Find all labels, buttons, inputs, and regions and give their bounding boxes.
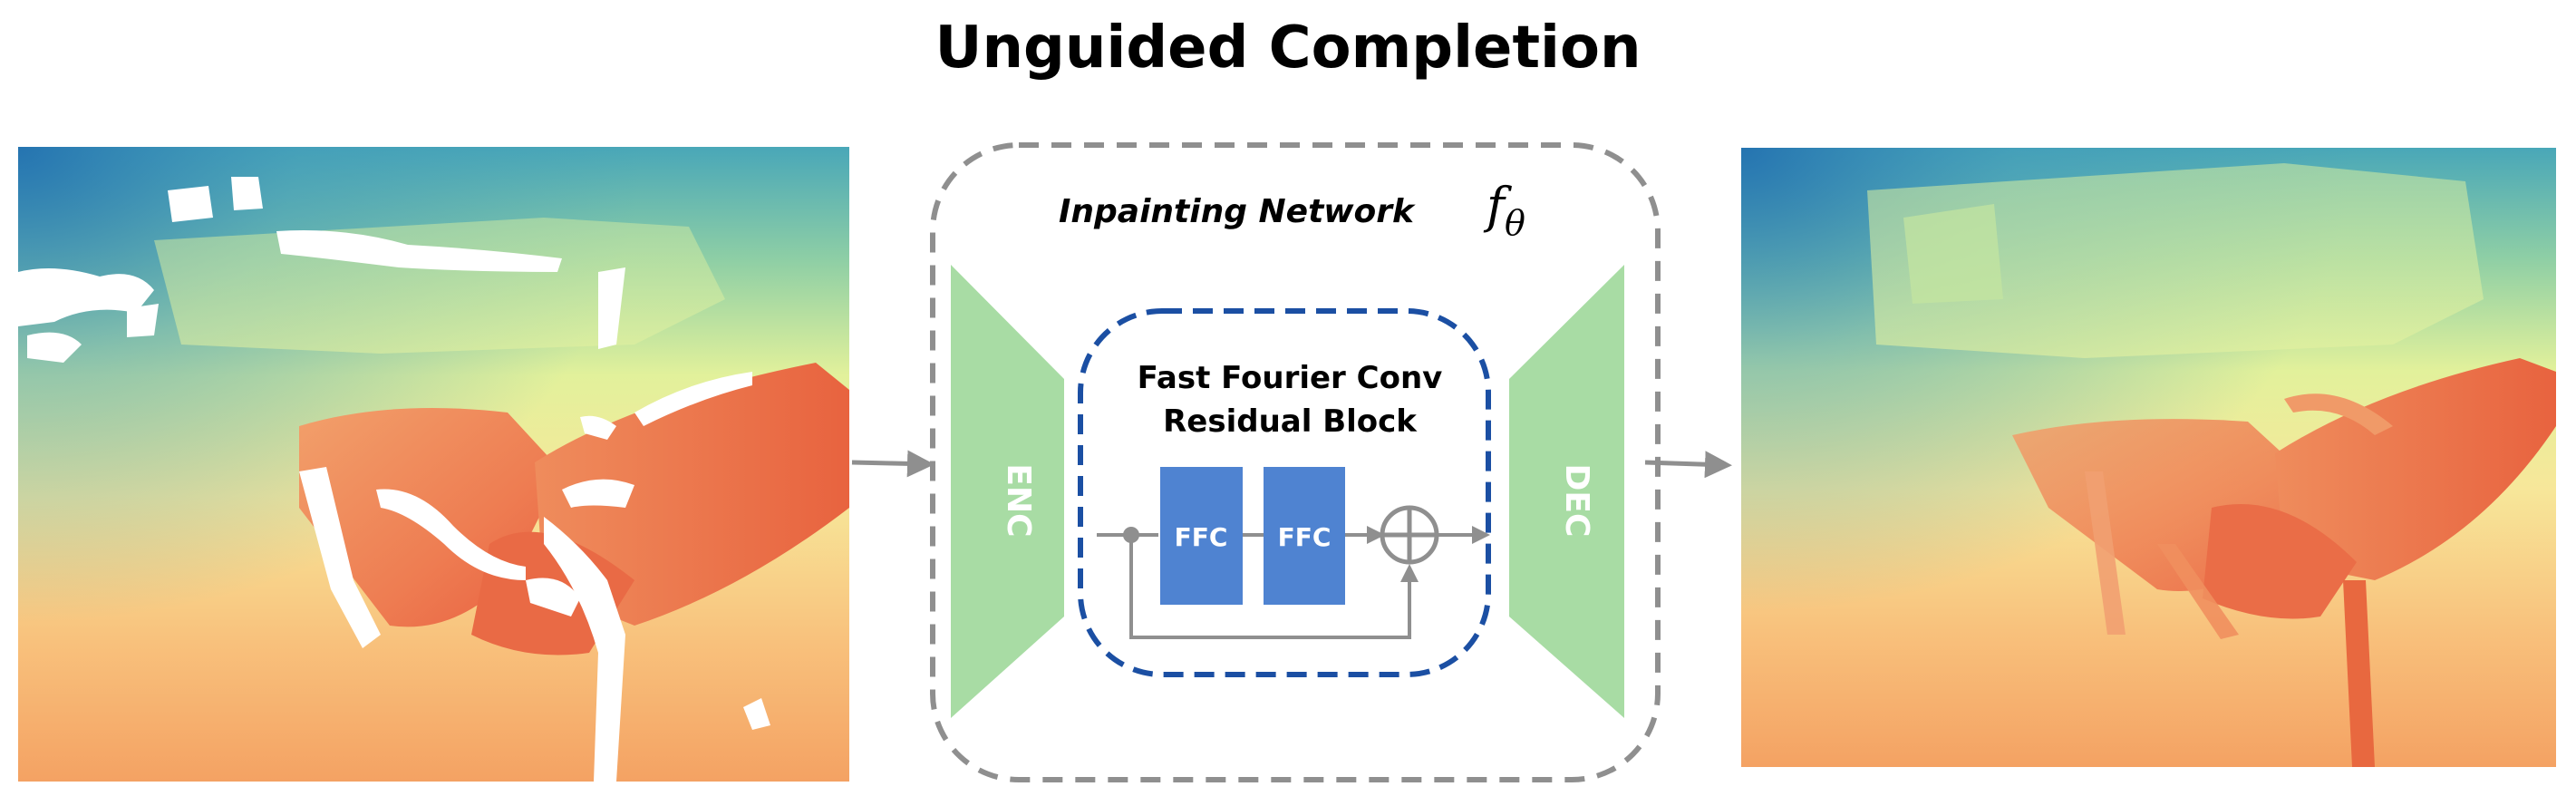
- ffc-block-1-label: FFC: [1175, 522, 1228, 552]
- ffc-block-1: [1160, 467, 1243, 605]
- network-symbol-theta: θ: [1505, 203, 1525, 243]
- encoder-label: ENC: [1000, 463, 1037, 537]
- input-depth-image: [18, 147, 849, 782]
- residual-block-box: [1078, 308, 1491, 677]
- output-depth-image: [1741, 148, 2556, 767]
- sum-node-icon: [1380, 505, 1439, 565]
- decoder-block: [1509, 265, 1624, 718]
- encoder-block: [951, 265, 1064, 718]
- residual-block-title-line1: Fast Fourier Conv: [1138, 360, 1443, 396]
- figure-title: Unguided Completion: [935, 15, 1641, 82]
- decoder-label: DEC: [1558, 464, 1595, 538]
- network-label: Inpainting Network: [1059, 193, 1416, 230]
- residual-skip-connection: [1129, 535, 1419, 639]
- residual-block-title-line2: Residual Block: [1163, 403, 1418, 440]
- input-arrow: [851, 450, 935, 478]
- network-symbol: fθ: [1483, 177, 1525, 243]
- output-arrow: [1644, 451, 1732, 479]
- ffc-block-2-label: FFC: [1278, 522, 1332, 552]
- ffc-block-2: [1264, 467, 1345, 605]
